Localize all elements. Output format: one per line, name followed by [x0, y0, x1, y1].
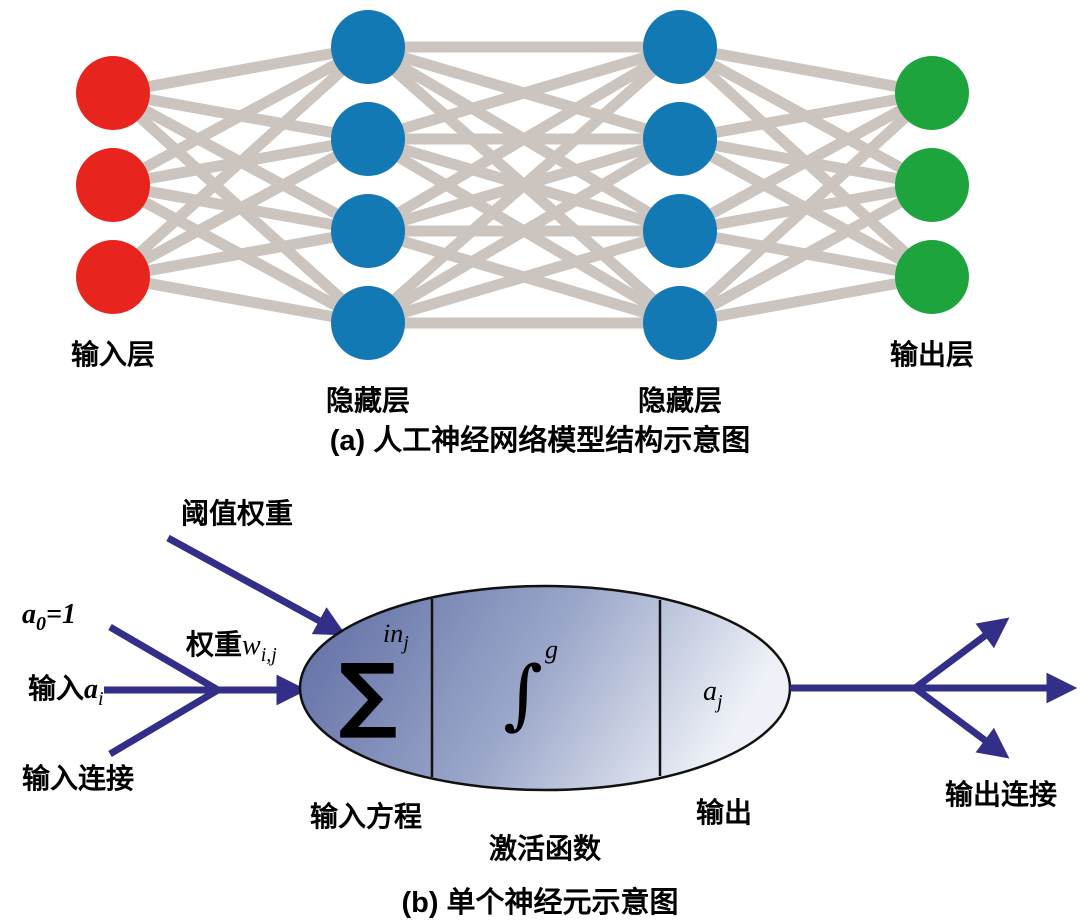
weight-label: 权重wi,j	[185, 629, 277, 666]
output-node	[895, 240, 969, 314]
connection-line	[679, 87, 933, 145]
connection-line	[112, 271, 369, 329]
connection-line	[677, 88, 935, 236]
output-connection-label: 输出连接	[945, 778, 1057, 810]
input-line-a0	[108, 623, 220, 694]
connection-line	[365, 134, 683, 328]
connection-line	[366, 225, 682, 329]
connection-line	[365, 42, 683, 236]
input-a-label: 输入ai	[28, 672, 104, 710]
integral-symbol: ∫	[503, 649, 543, 738]
connection-line	[679, 271, 933, 329]
input-node	[76, 148, 150, 222]
caption-a: (a) 人工神经网络模型结构示意图	[330, 423, 751, 457]
connection-line	[366, 41, 682, 145]
output-arrow-up	[912, 617, 1010, 691]
hidden1-node	[331, 10, 405, 84]
connection-line	[112, 225, 369, 283]
integral-superscript: g	[545, 635, 558, 664]
hidden2-node	[643, 286, 717, 360]
connection-line	[677, 180, 935, 328]
connection-line	[679, 41, 933, 99]
output-node	[895, 148, 969, 222]
hidden2-node	[643, 10, 717, 84]
input-line-connection	[108, 686, 220, 758]
single-neuron-diagram: ∑ inj ∫ g aj 阈值权重 a0=1 权重wi,j 输入ai 输入连接 …	[22, 498, 1078, 919]
connection-line	[112, 41, 369, 99]
layer-label-input: 输入层	[71, 338, 155, 370]
threshold-weight-arrow	[166, 534, 347, 636]
threshold-weight-label: 阈值权重	[181, 498, 293, 529]
input-node	[76, 56, 150, 130]
input-connection-label: 输入连接	[22, 762, 134, 794]
layer-label-hidden2: 隐藏层	[638, 385, 722, 416]
hidden2-node	[643, 102, 717, 176]
output-node	[895, 56, 969, 130]
input-equation-label: 输入方程	[310, 800, 422, 832]
output-value-label: aj	[703, 676, 723, 713]
hidden1-node	[331, 194, 405, 268]
output-arrow-down	[912, 685, 1010, 759]
connection-line	[364, 42, 684, 328]
a0-label: a0=1	[22, 599, 76, 635]
connection-line	[110, 42, 371, 190]
hidden1-node	[331, 286, 405, 360]
sum-superscript: inj	[383, 619, 409, 654]
caption-b: (b) 单个神经元示意图	[401, 885, 678, 919]
connection-line	[110, 134, 371, 282]
hidden1-node	[331, 102, 405, 176]
sum-symbol: ∑	[339, 647, 398, 742]
activation-label: 激活函数	[489, 833, 602, 864]
connection-line	[109, 42, 372, 282]
connection-line	[676, 88, 936, 328]
output-label: 输出	[696, 796, 752, 828]
layer-label-output: 输出层	[890, 338, 974, 370]
input-node	[76, 240, 150, 314]
hidden2-node	[643, 194, 717, 268]
layer-label-hidden1: 隐藏层	[326, 385, 410, 416]
